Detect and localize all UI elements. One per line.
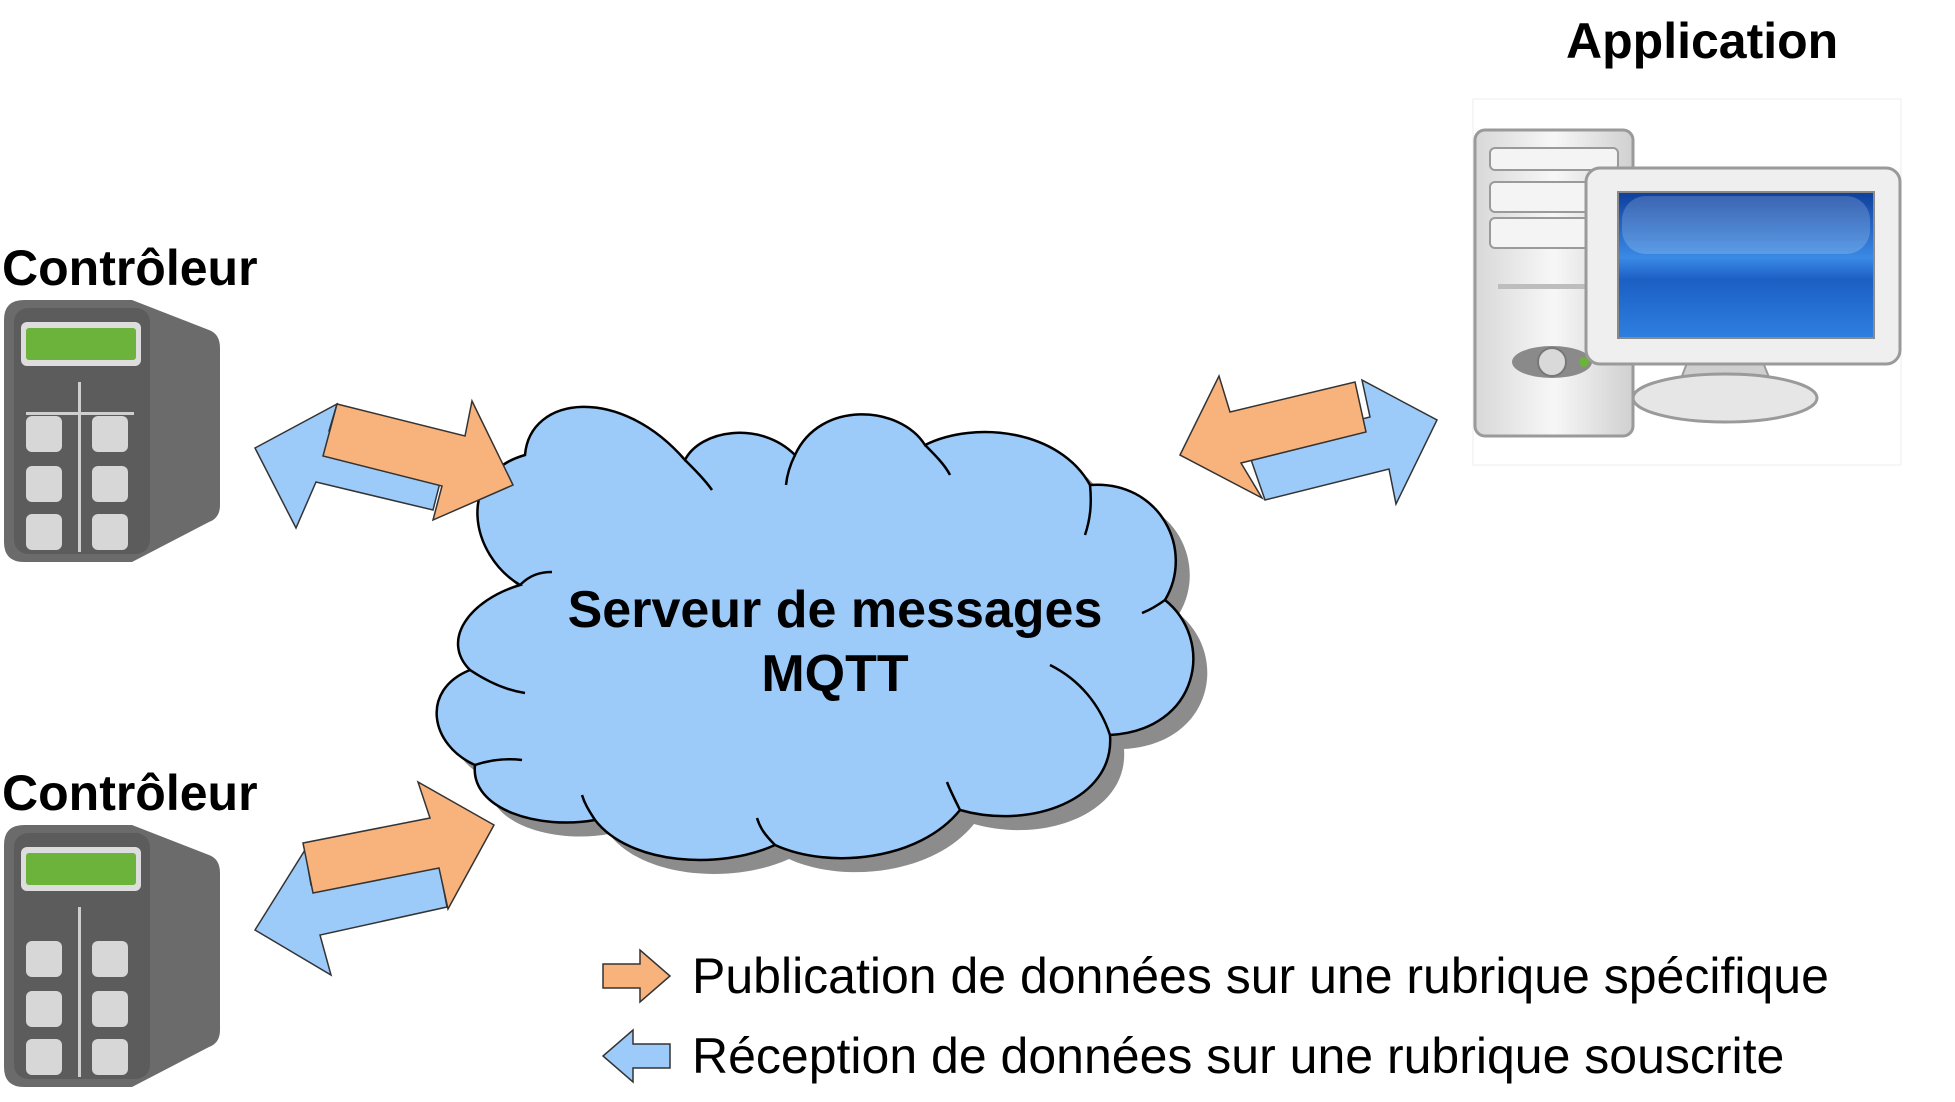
bidirectional-arrow-top-left (253, 398, 515, 530)
bidirectional-arrow-right (1179, 373, 1438, 507)
publish-arrow (322, 398, 515, 522)
server-label: Serveur de messages MQTT (470, 578, 1200, 706)
server-label-line1: Serveur de messages (567, 581, 1103, 639)
receive-arrow (1246, 378, 1438, 507)
desktop-computer-icon (1472, 98, 1902, 466)
legend-receive-text: Réception de données sur une rubrique so… (692, 1028, 1785, 1084)
publish-arrow (302, 780, 496, 912)
server-label-line2: MQTT (761, 645, 909, 703)
controller-label: Contrôleur (2, 240, 258, 296)
legend-publish-text: Publication de données sur une rubrique … (692, 948, 1829, 1004)
controller-icon (4, 300, 220, 562)
bidirectional-arrow-bottom-left (253, 780, 496, 977)
cloud-icon (435, 405, 1208, 874)
legend-publish-arrow (602, 948, 672, 1004)
legend-receive-arrow (601, 1028, 671, 1084)
controller-label: Contrôleur (2, 765, 258, 821)
application-label: Application (1566, 13, 1839, 69)
publish-arrow (1179, 373, 1367, 500)
controller-icon (4, 825, 220, 1087)
